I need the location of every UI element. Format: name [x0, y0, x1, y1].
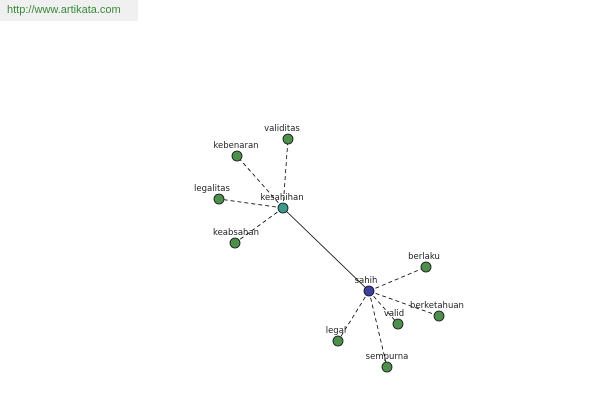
edge-sahih-sempurna — [368, 290, 388, 368]
node-label-legal: legal — [326, 326, 347, 336]
edge-kesahihan-kebenaran — [236, 155, 284, 209]
node-legalitas[interactable] — [213, 193, 225, 205]
node-label-berketahuan: berketahuan — [410, 301, 464, 311]
edge-sahih-berketahuan — [368, 290, 440, 317]
node-berlaku[interactable] — [420, 261, 432, 273]
node-label-legalitas: legalitas — [194, 184, 230, 194]
labels-layer: sahih kesahihan validitas kebenaran legalita… — [194, 124, 464, 362]
node-label-keabsahan: keabsahan — [213, 228, 259, 238]
edge-sahih-valid — [368, 290, 399, 325]
edges-layer — [218, 138, 440, 368]
node-berketahuan[interactable] — [433, 310, 445, 322]
node-label-sempurna: sempurna — [366, 352, 409, 362]
node-label-validitas: validitas — [264, 124, 300, 134]
node-keabsahan[interactable] — [229, 237, 241, 249]
watermark-url: http://www.artikata.com — [0, 0, 138, 21]
nodes-layer — [213, 133, 445, 373]
node-kesahihan[interactable] — [277, 202, 289, 214]
edge-kesahihan-validitas — [282, 138, 289, 209]
node-label-valid: valid — [384, 309, 404, 319]
node-kebenaran[interactable] — [231, 150, 243, 162]
edge-sahih-legal — [337, 290, 370, 342]
node-validitas[interactable] — [282, 133, 294, 145]
node-sempurna[interactable] — [381, 361, 393, 373]
edge-kesahihan-legalitas — [218, 198, 284, 209]
node-legal[interactable] — [332, 335, 344, 347]
node-valid[interactable] — [392, 318, 404, 330]
node-label-sahih: sahih — [355, 276, 378, 286]
edge-sahih-berlaku — [368, 266, 427, 292]
edge-kesahihan-keabsahan — [234, 207, 284, 244]
edge-kesahihan-sahih — [282, 207, 370, 292]
node-label-kebenaran: kebenaran — [213, 141, 258, 151]
node-label-berlaku: berlaku — [408, 252, 440, 262]
node-label-kesahihan: kesahihan — [260, 193, 303, 203]
node-sahih[interactable] — [363, 285, 375, 297]
